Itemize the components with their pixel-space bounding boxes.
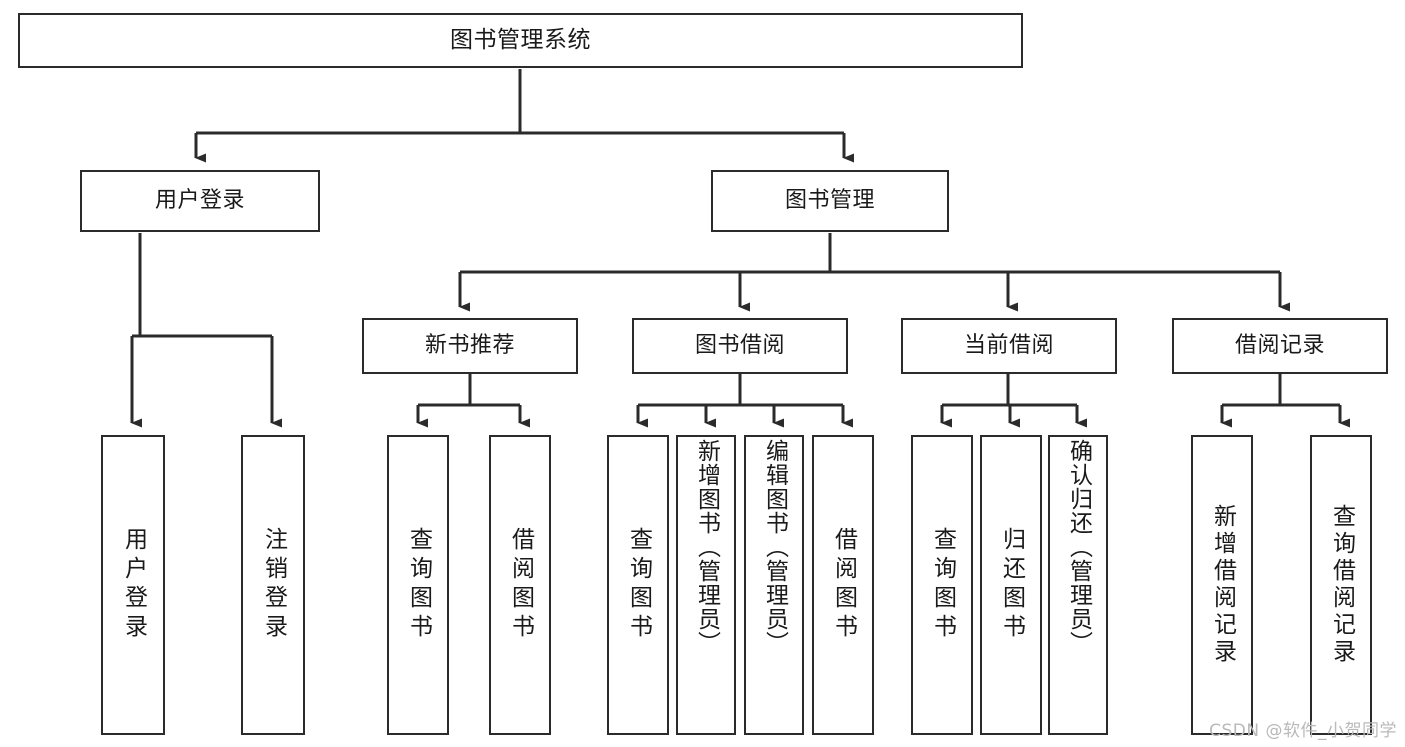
leaf-confirm-return-admin[interactable]: 确认归还（管理员） [1048, 435, 1108, 735]
node-label: 用户登录 [120, 527, 147, 643]
node-book-management[interactable]: 图书管理 [711, 170, 949, 232]
node-label: 用户登录 [154, 188, 245, 214]
node-current-borrow[interactable]: 当前借阅 [901, 318, 1117, 374]
leaf-lend-book[interactable]: 借阅图书 [812, 435, 874, 735]
node-label: 借阅图书 [830, 527, 857, 643]
leaf-add-borrow-record[interactable]: 新增借阅记录 [1191, 435, 1253, 735]
node-label: 查询借阅记录 [1328, 504, 1355, 666]
node-label: 借阅记录 [1234, 333, 1325, 359]
node-label: 查询图书 [625, 527, 652, 643]
leaf-query-borrow-record[interactable]: 查询借阅记录 [1310, 435, 1372, 735]
node-label: 图书借阅 [694, 333, 785, 359]
leaf-query-book-recommend[interactable]: 查询图书 [387, 435, 449, 735]
leaf-edit-book-admin[interactable]: 编辑图书（管理员） [744, 435, 804, 735]
node-label: 图书管理 [784, 188, 875, 214]
node-label: 查询图书 [405, 527, 432, 643]
node-book-borrow[interactable]: 图书借阅 [632, 318, 848, 374]
node-label: 借阅图书 [507, 527, 534, 643]
leaf-query-book-borrow[interactable]: 查询图书 [607, 435, 669, 735]
leaf-return-book[interactable]: 归还图书 [980, 435, 1042, 735]
node-root-book-management-system[interactable]: 图书管理系统 [18, 13, 1023, 68]
node-label: 当前借阅 [963, 333, 1054, 359]
node-label: 确认归还（管理员） [1065, 439, 1092, 655]
node-label: 新书推荐 [424, 333, 515, 359]
leaf-logout[interactable]: 注销登录 [241, 435, 305, 735]
node-label: 注销登录 [260, 527, 287, 643]
node-borrow-record[interactable]: 借阅记录 [1172, 318, 1388, 374]
csdn-watermark: CSDN @软件_小贺同学 [1209, 721, 1397, 741]
leaf-add-book-admin[interactable]: 新增图书（管理员） [676, 435, 736, 735]
node-label: 查询图书 [929, 527, 956, 643]
leaf-user-login[interactable]: 用户登录 [101, 435, 165, 735]
node-label: 归还图书 [998, 527, 1025, 643]
node-label: 新增借阅记录 [1209, 504, 1236, 666]
node-label: 编辑图书（管理员） [761, 439, 788, 655]
leaf-query-book-current[interactable]: 查询图书 [911, 435, 973, 735]
leaf-borrow-book-recommend[interactable]: 借阅图书 [489, 435, 551, 735]
node-label: 图书管理系统 [450, 27, 591, 54]
node-user-login[interactable]: 用户登录 [80, 170, 320, 232]
node-label: 新增图书（管理员） [693, 439, 720, 655]
node-new-book-recommend[interactable]: 新书推荐 [362, 318, 578, 374]
